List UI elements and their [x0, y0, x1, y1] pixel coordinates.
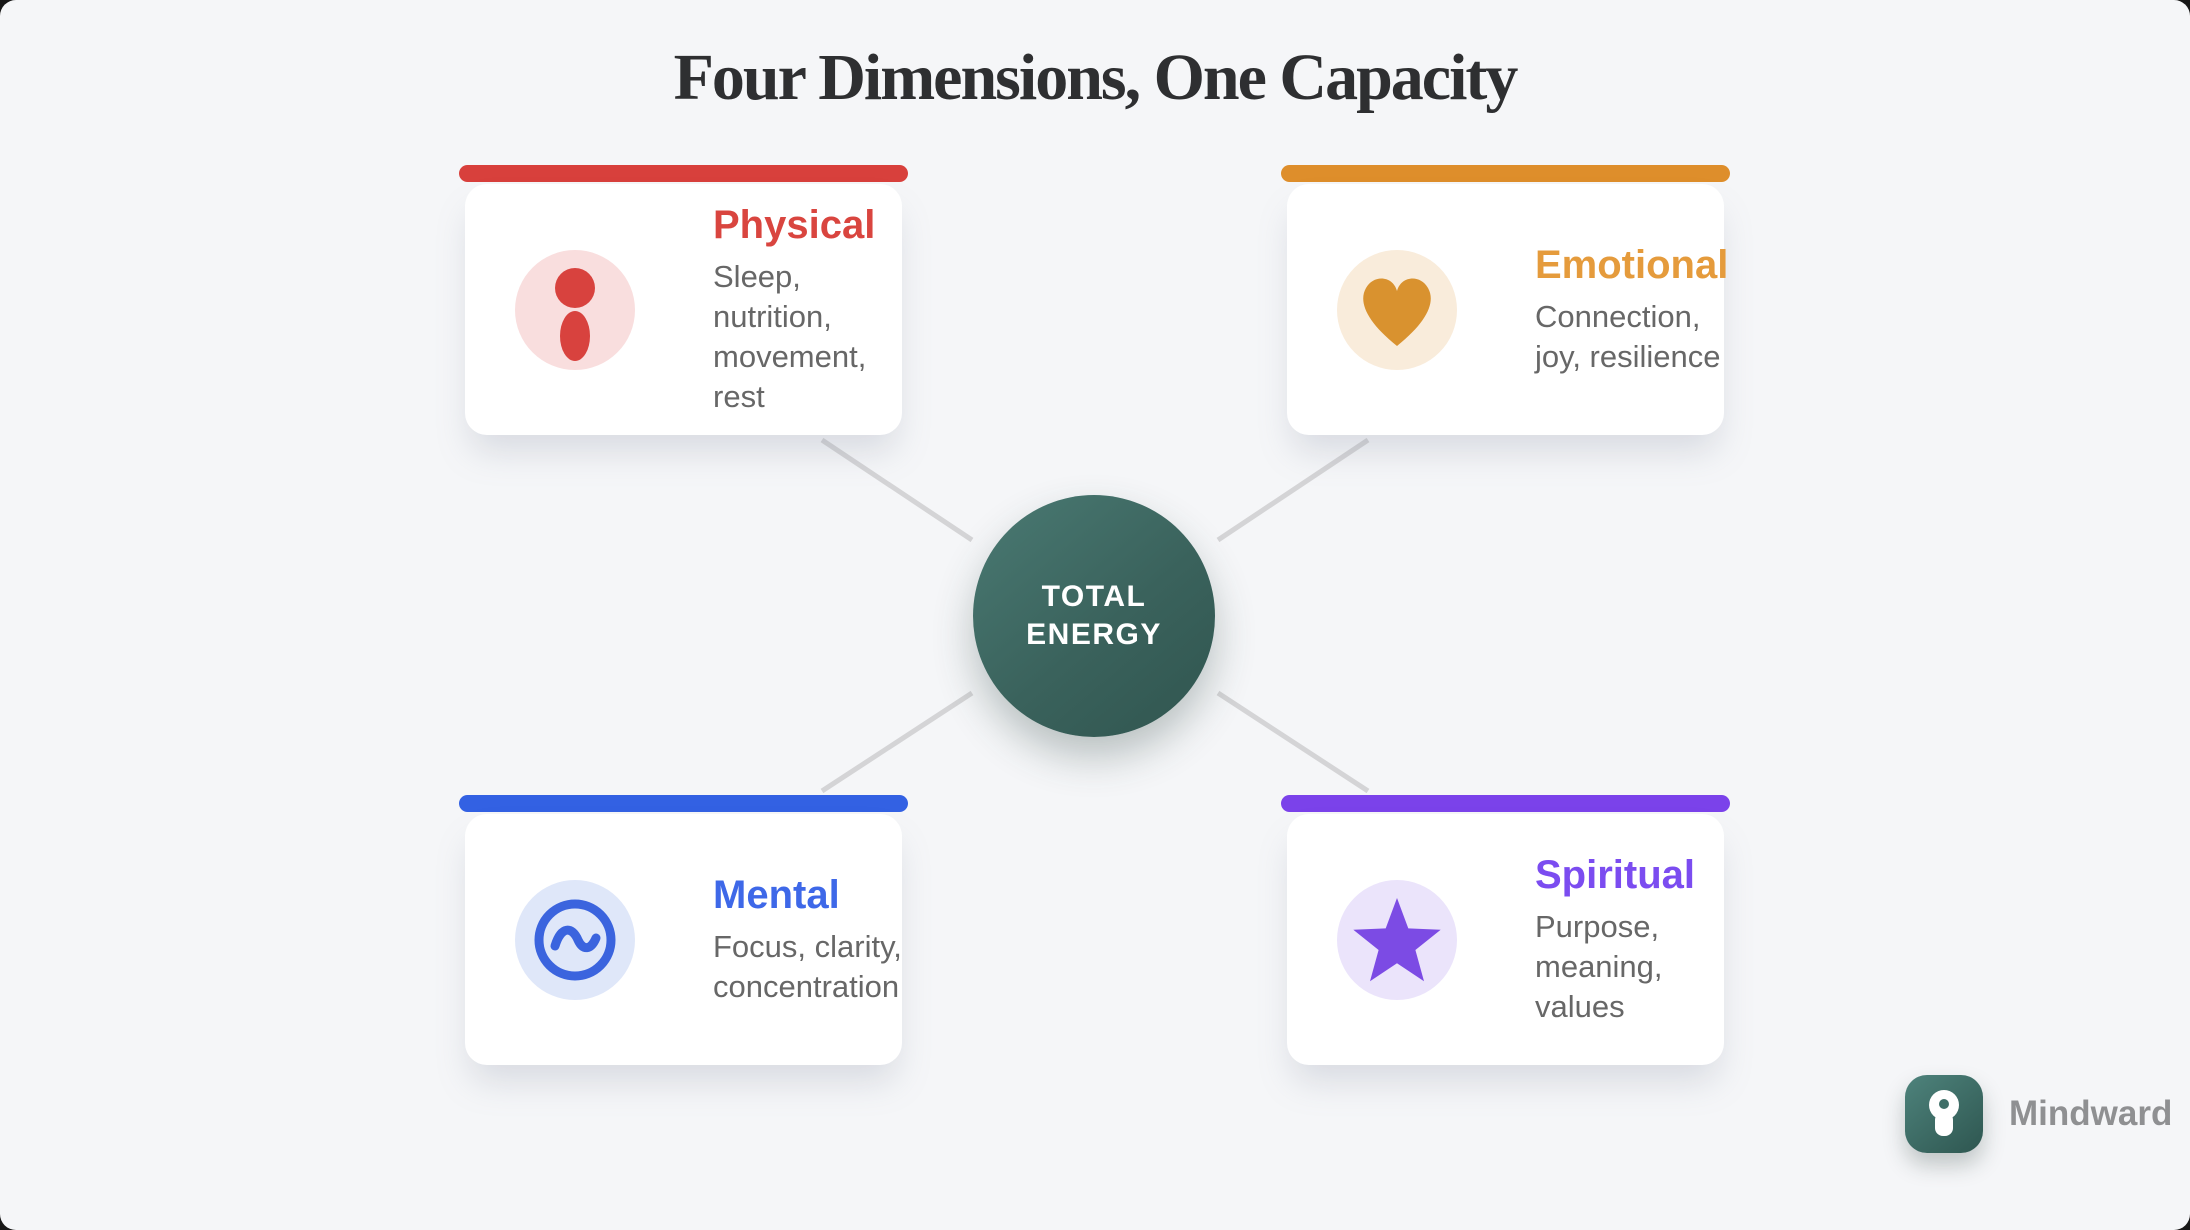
card-accent-bar	[459, 165, 908, 182]
connector-line-spiritual	[1216, 690, 1370, 794]
icon-circle	[515, 879, 635, 1000]
card-body: Mental Focus, clarity, concentration	[465, 814, 902, 1065]
card-description: Connection, joy, resilience	[1535, 298, 1721, 374]
card-title: Spiritual	[1535, 852, 1696, 897]
brand-name: Mindward	[2009, 1094, 2173, 1133]
connector-line-mental	[820, 690, 974, 794]
card-physical: Physical Sleep, nutrition, movement, res…	[459, 165, 908, 435]
total-energy-hub: TOTAL ENERGY	[973, 495, 1215, 737]
total-energy-label: TOTAL ENERGY	[1026, 580, 1162, 651]
card-body: Spiritual Purpose, meaning, values	[1287, 814, 1724, 1065]
card-text: Physical Sleep, nutrition, movement, res…	[713, 203, 902, 417]
heart-icon	[1363, 278, 1431, 346]
card-emotional: Emotional Connection, joy, resilience	[1281, 165, 1730, 435]
card-accent-bar	[459, 795, 908, 812]
mindward-logo-icon	[1929, 1090, 1959, 1136]
card-text: Spiritual Purpose, meaning, values	[1535, 853, 1724, 1027]
wave-icon	[534, 899, 616, 980]
card-spiritual: Spiritual Purpose, meaning, values	[1281, 795, 1730, 1065]
card-mental: Mental Focus, clarity, concentration	[459, 795, 908, 1065]
card-text: Emotional Connection, joy, resilience	[1535, 243, 1728, 377]
connector-line-physical	[820, 437, 974, 543]
card-description: Focus, clarity, concentration	[713, 928, 902, 1004]
card-description: Purpose, meaning, values	[1535, 908, 1663, 1024]
card-body: Physical Sleep, nutrition, movement, res…	[465, 184, 902, 435]
brand-lockup: Mindward	[1905, 1075, 2172, 1153]
card-description: Sleep, nutrition, movement, rest	[713, 258, 867, 414]
card-text: Mental Focus, clarity, concentration	[713, 873, 902, 1007]
star-icon	[1353, 897, 1441, 981]
icon-circle	[515, 249, 635, 370]
person-icon	[555, 267, 595, 361]
connector-line-emotional	[1216, 437, 1370, 543]
card-body: Emotional Connection, joy, resilience	[1287, 184, 1728, 435]
mindward-logo	[1905, 1075, 1983, 1153]
card-accent-bar	[1281, 795, 1730, 812]
icon-circle	[1337, 879, 1457, 1000]
page-title: Four Dimensions, One Capacity	[673, 41, 1519, 114]
icon-circle	[1337, 249, 1457, 370]
card-accent-bar	[1281, 165, 1730, 182]
card-title: Physical	[713, 202, 876, 247]
card-title: Mental	[713, 872, 840, 917]
card-title: Emotional	[1535, 242, 1729, 287]
